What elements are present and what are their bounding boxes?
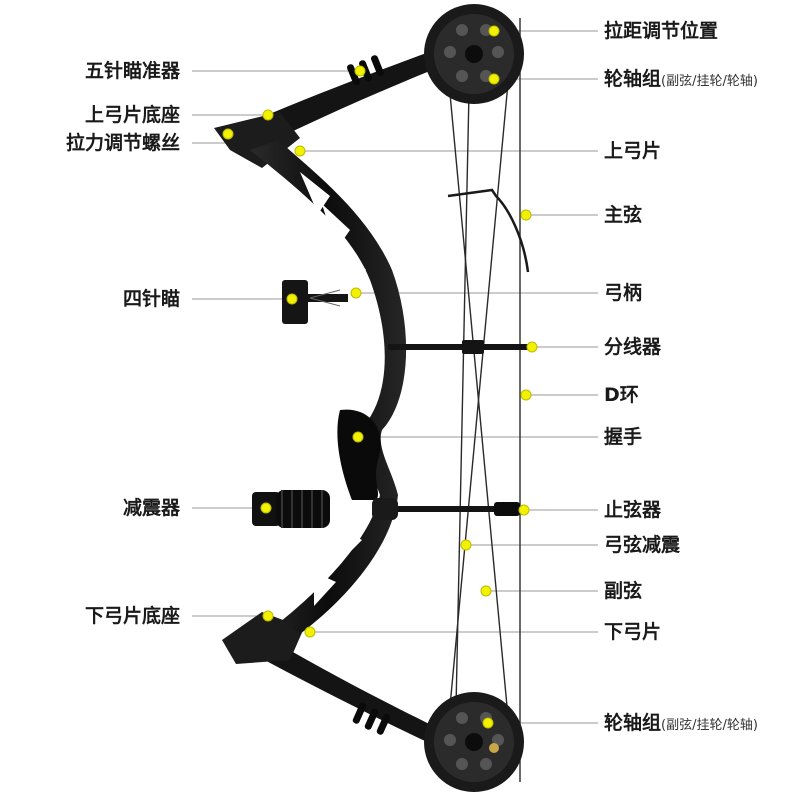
string-stopper-shape [372, 498, 520, 520]
upper-cam-shape [424, 4, 524, 104]
label-upper-limb: 上弓片 [604, 140, 662, 162]
label-cable-slide: 分线器 [604, 336, 662, 358]
marker-grip [352, 431, 364, 443]
marker-riser [350, 287, 362, 299]
label-upper-limb-pocket: 上弓片底座 [84, 104, 180, 126]
label-main-string: 主弦 [604, 204, 643, 226]
lower-cam-shape [424, 692, 524, 792]
stabilizer-shape [252, 490, 330, 528]
marker-stabilizer [260, 502, 272, 514]
label-four-pin-sight: 四针瞄 [122, 288, 180, 310]
label-cable: 副弦 [604, 580, 643, 602]
marker-draw-length-adjust [488, 25, 500, 37]
marker-upper-limb [294, 145, 306, 157]
label-stabilizer: 减震器 [122, 497, 180, 519]
marker-upper-cam [488, 73, 500, 85]
marker-string-stopper [518, 504, 530, 516]
marker-lower-limb-pocket [262, 610, 274, 622]
marker-four-pin-sight [286, 293, 298, 305]
marker-lower-limb [304, 626, 316, 638]
label-markers [222, 25, 538, 729]
bow-strings [444, 18, 521, 782]
riser-cutouts [300, 172, 384, 606]
label-lower-limb: 下弓片 [604, 621, 662, 643]
cable-rod-shape [388, 340, 528, 354]
marker-five-pin-sight [354, 65, 366, 77]
arrow-rest-shape [447, 188, 530, 273]
riser-shape [250, 140, 407, 634]
grip-shape [337, 409, 381, 500]
marker-upper-limb-pocket [262, 109, 274, 121]
label-grip: 握手 [604, 426, 643, 448]
marker-d-loop [520, 389, 532, 401]
label-riser: 弓柄 [604, 282, 643, 304]
label-draw-length-adjust: 拉距调节位置 [604, 20, 719, 42]
marker-lower-cam [482, 717, 494, 729]
marker-cable-slide [526, 341, 538, 353]
label-lower-limb-pocket: 下弓片底座 [84, 605, 180, 627]
label-draw-weight-screw: 拉力调节螺丝 [65, 132, 180, 154]
lower-limb-dampers [352, 702, 391, 735]
label-five-pin-sight: 五针瞄准器 [84, 60, 180, 82]
marker-cable [480, 585, 492, 597]
label-upper-cam: 轮轴组(副弦/挂轮/轮轴) [604, 68, 758, 90]
marker-main-string [520, 209, 532, 221]
label-lower-cam: 轮轴组(副弦/挂轮/轮轴) [604, 712, 758, 734]
lower-limb-pocket-shape [222, 612, 304, 664]
marker-draw-weight-screw [222, 128, 234, 140]
marker-string-damper [460, 539, 472, 551]
label-string-damper: 弓弦减震 [604, 534, 681, 556]
label-d-loop: D环 [604, 384, 639, 406]
label-string-stopper: 止弦器 [604, 499, 662, 521]
